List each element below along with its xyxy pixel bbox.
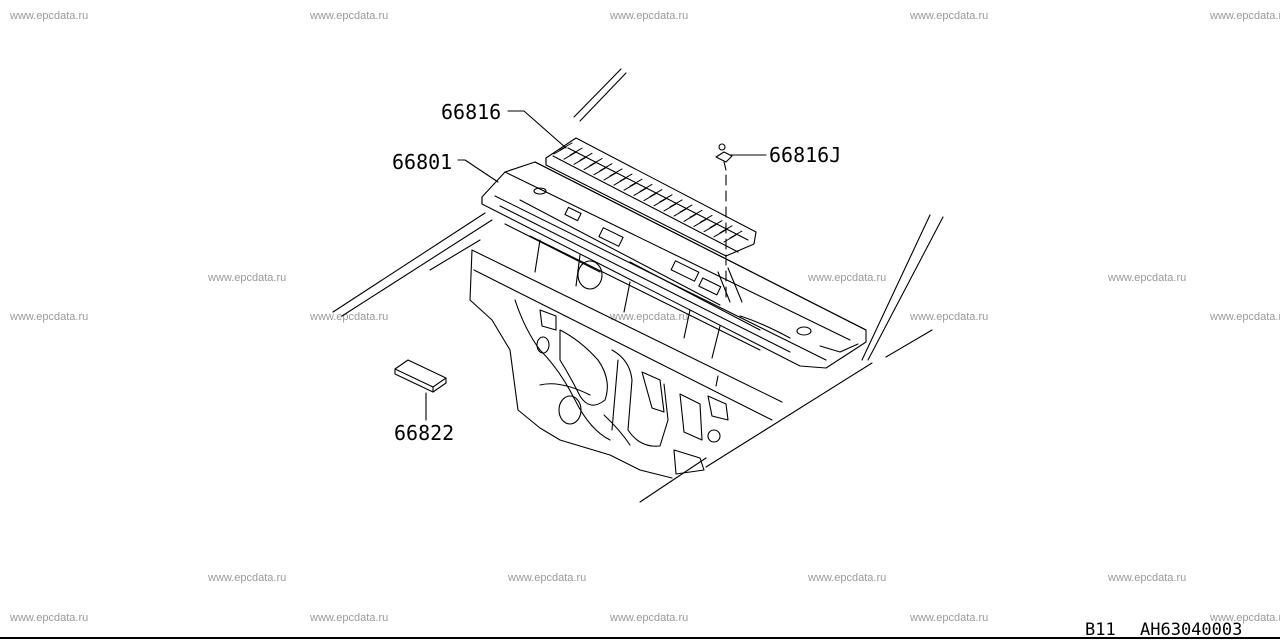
grille-slot [553,146,567,155]
watermark-text: www.epcdata.ru [508,572,587,584]
grille-slot [663,203,677,212]
grille-slot [583,162,597,171]
watermark-text: www.epcdata.ru [208,272,287,284]
grille-slot [573,156,587,165]
callout-cowl-top-grille: 66816 [441,100,502,124]
cowl-top-grille [545,137,757,257]
leader-lines [425,110,767,421]
grille-slot [713,229,727,238]
watermark-text: www.epcdata.ru [610,311,689,323]
fender-outline [332,212,873,503]
watermark-text: www.epcdata.ru [1108,572,1187,584]
watermark-text: www.epcdata.ru [1210,311,1280,323]
watermark-text: www.epcdata.ru [10,612,89,624]
watermark-text: www.epcdata.ru [310,311,389,323]
grille-slot [703,224,717,233]
grille-slot [613,177,627,186]
grille-slot [643,193,657,202]
grille-slot [603,172,617,181]
grille-slot [693,218,707,227]
watermark-text: www.epcdata.ru [610,10,689,22]
cowl-top-panel [481,161,867,369]
watermark-text: www.epcdata.ru [910,311,989,323]
seal-66822 [394,359,447,393]
figure-code: AH63040003 [1140,620,1243,640]
grille-slot [593,167,607,176]
watermark-text: www.epcdata.ru [910,10,989,22]
clip-66816J [715,143,733,301]
watermark-text: www.epcdata.ru [10,10,89,22]
watermark-text: www.epcdata.ru [10,311,89,323]
callout-seal: 66822 [394,421,455,445]
grille-slot [683,213,697,222]
watermark-text: www.epcdata.ru [310,612,389,624]
callout-clip: 66816J [769,143,842,167]
grille-slot [563,151,577,160]
grille-slot [633,187,647,196]
watermark-text: www.epcdata.ru [1210,612,1280,624]
callout-cowl-top-panel: 66801 [392,150,453,174]
bottom-border [0,637,1280,639]
watermark-text: www.epcdata.ru [310,10,389,22]
windshield-outline [573,68,944,361]
watermark-text: www.epcdata.ru [910,612,989,624]
grille-slot [623,182,637,191]
grille-slot [653,198,667,207]
model-code: B11 [1085,620,1116,640]
watermark-text: www.epcdata.ru [208,572,287,584]
watermark-text: www.epcdata.ru [808,272,887,284]
watermark-text: www.epcdata.ru [1210,10,1280,22]
watermark-text: www.epcdata.ru [1108,272,1187,284]
watermark-text: www.epcdata.ru [610,612,689,624]
watermark-text: www.epcdata.ru [808,572,887,584]
grille-slot [673,208,687,217]
dash-panel [469,223,783,479]
